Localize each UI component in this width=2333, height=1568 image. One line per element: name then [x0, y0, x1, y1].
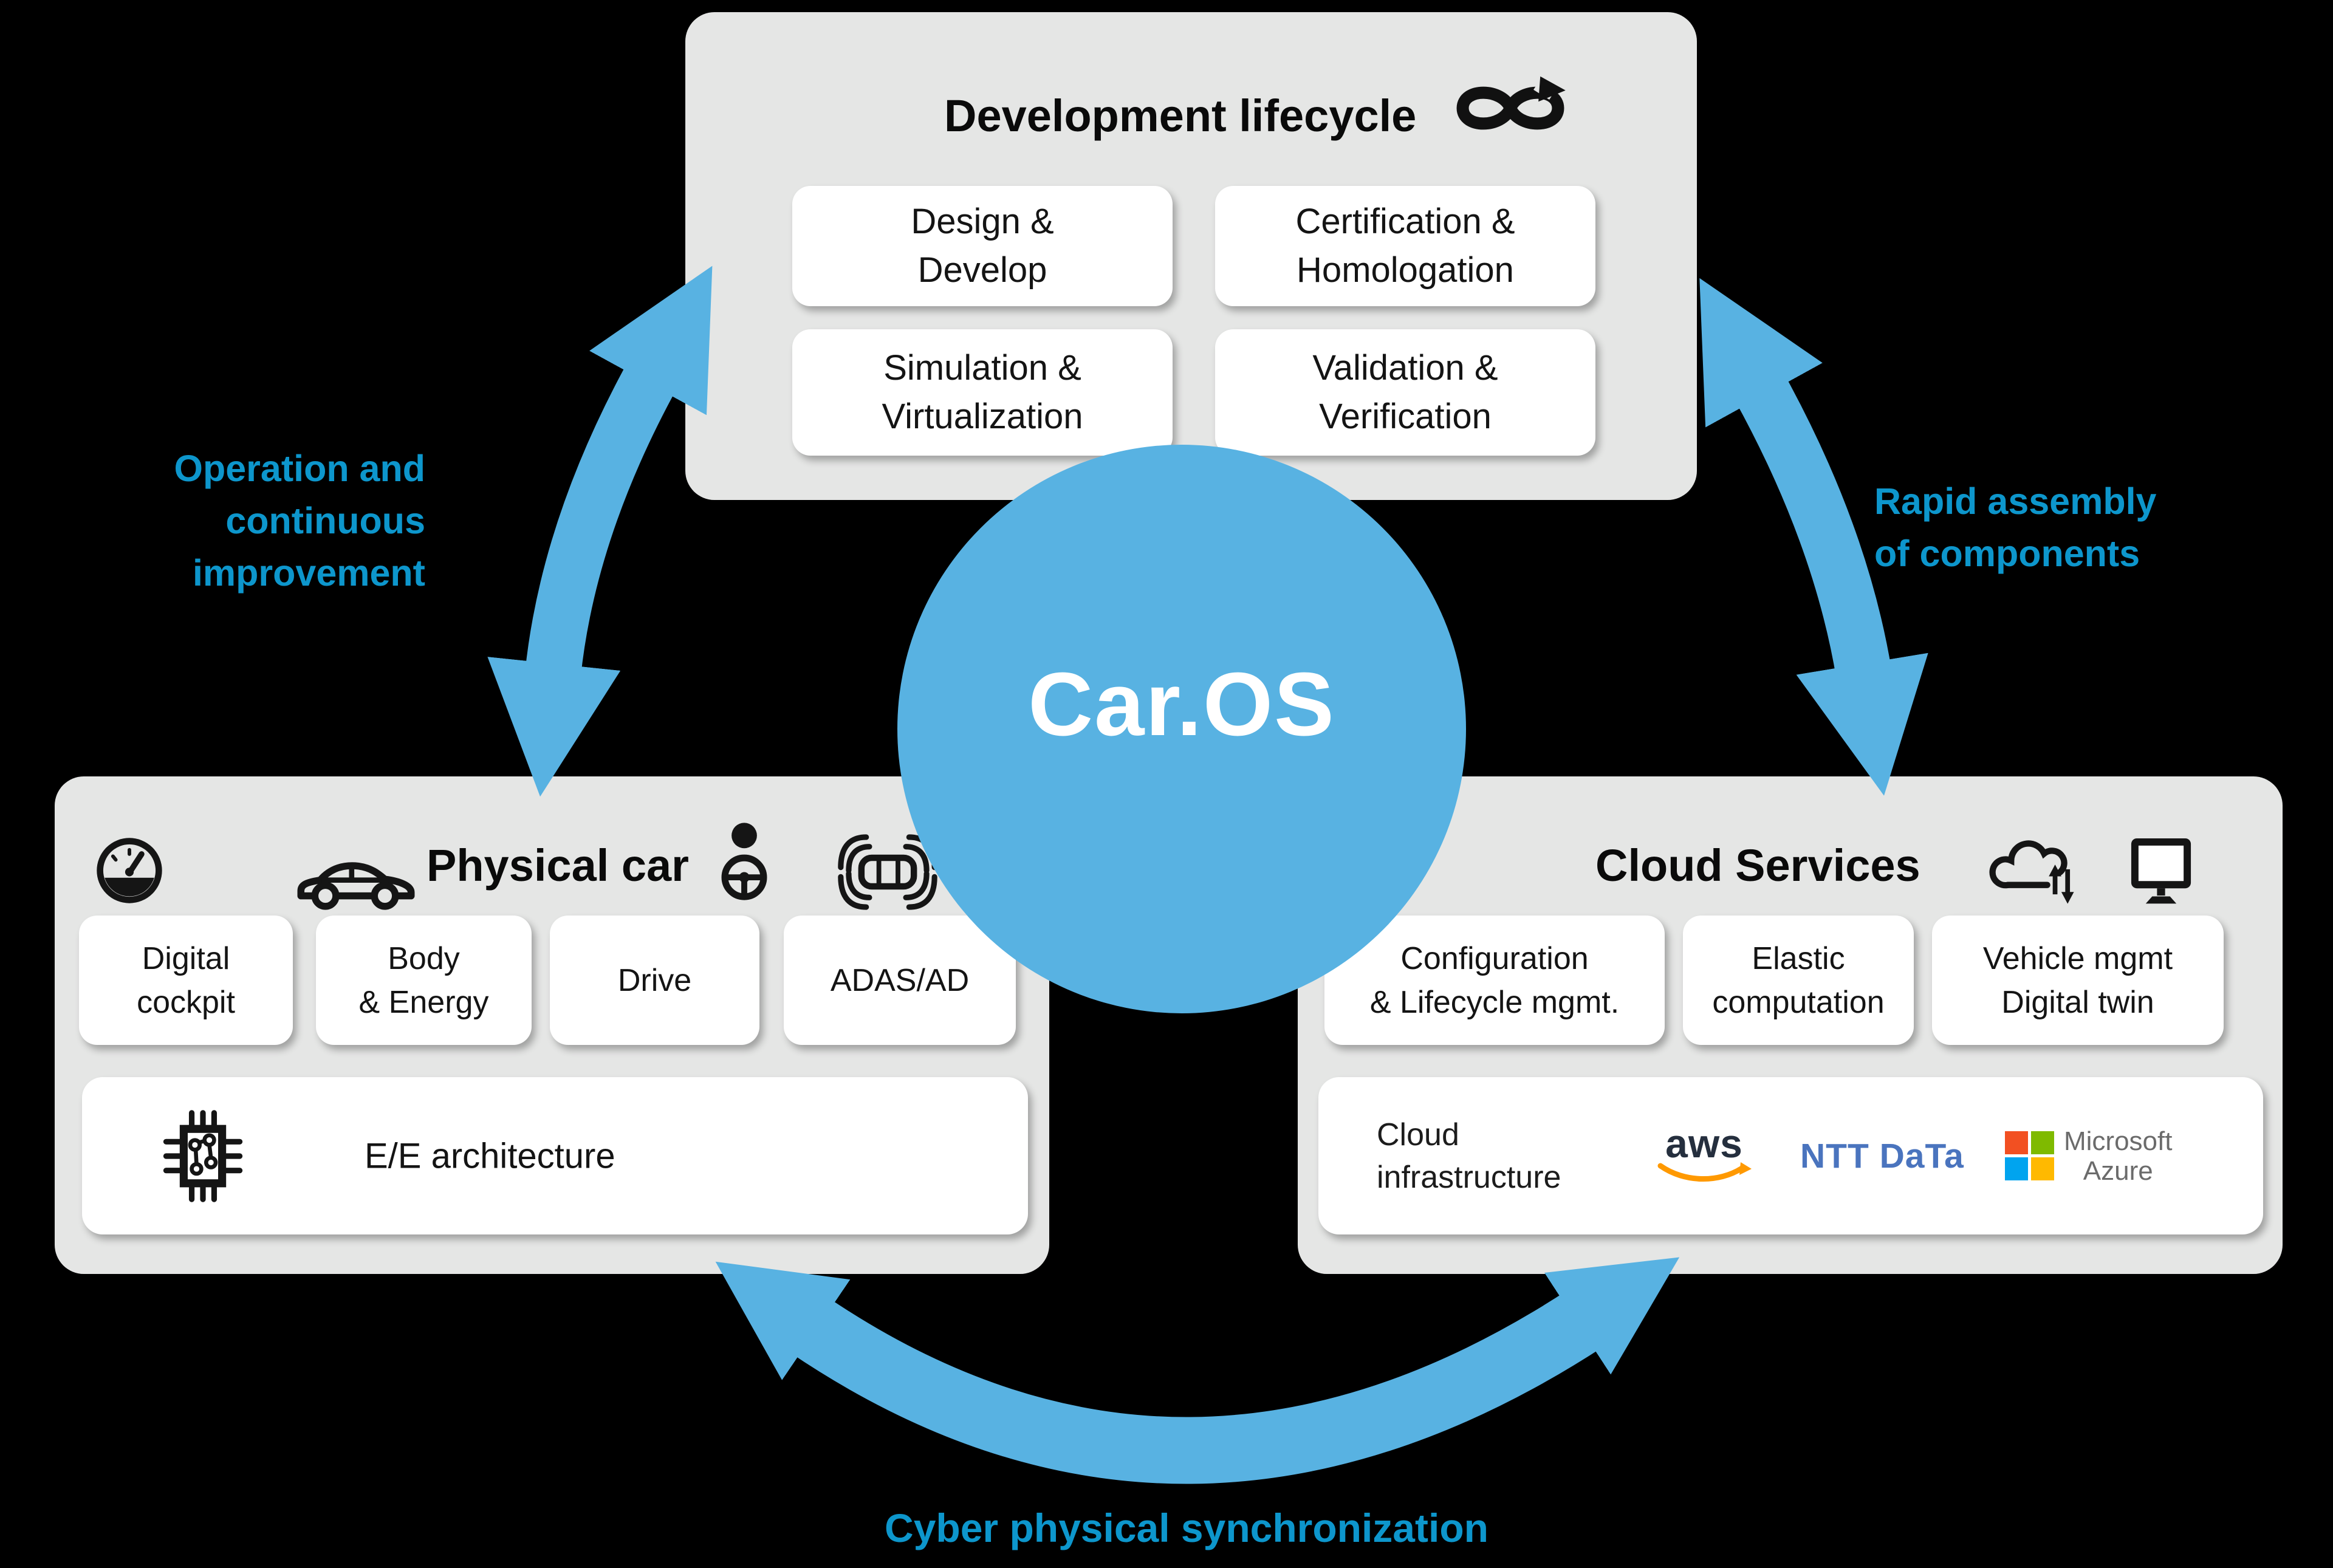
vehicle-mgmt-digital-twin-box: Vehicle mgmt Digital twin: [1932, 916, 2224, 1045]
arrow-dev-cloud: [1699, 278, 1928, 796]
aws-smile-icon: [1657, 1162, 1752, 1182]
configuration-lifecycle-box: Configuration & Lifecycle mgmt.: [1324, 916, 1665, 1045]
microsoft-squares-icon: [2005, 1131, 2054, 1180]
cloud-sync-icon: [1989, 840, 2074, 904]
speedometer-icon: [94, 835, 165, 903]
drive-box: Drive: [550, 916, 759, 1045]
chip-icon: [163, 1109, 243, 1202]
aws-logo-text: aws: [1665, 1120, 1743, 1166]
validation-verification-box: Validation & Verification: [1215, 329, 1595, 456]
physical-car-panel: Physical car Digital cockpit Body & Ener…: [55, 776, 1049, 1274]
car-os-label: Car.OS: [1028, 654, 1335, 755]
adas-ad-box: ADAS/AD: [784, 916, 1016, 1045]
cloud-infrastructure-box: Cloud infrastructure aws NTT DaTa Micros…: [1318, 1077, 2263, 1234]
body-energy-box: Body & Energy: [316, 916, 532, 1045]
cloud-infrastructure-label: Cloud infrastructure: [1377, 1117, 1561, 1195]
cloud-services-panel: Cloud Services Configuration & Lifecycle…: [1298, 776, 2283, 1274]
microsoft-azure-text: Microsoft Azure: [2064, 1126, 2173, 1186]
design-develop-box: Design & Develop: [792, 186, 1173, 306]
driver-icon: [721, 823, 767, 900]
certification-homologation-box: Certification & Homologation: [1215, 186, 1595, 306]
operation-improvement-label: Operation and continuous improvement: [174, 448, 425, 594]
development-lifecycle-panel: Development lifecycle Design & Develop C…: [685, 12, 1697, 500]
ee-architecture-box: E/E architecture: [82, 1077, 1028, 1234]
microsoft-azure-logo: Microsoft Azure: [2005, 1126, 2172, 1186]
infinity-loop-icon: [1456, 76, 1566, 130]
car-os-circle: Car.OS: [897, 445, 1466, 1013]
cloud-services-title: Cloud Services: [1595, 840, 1920, 891]
aws-logo: aws: [1656, 1120, 1753, 1186]
arrow-physical-cloud: [715, 1257, 1680, 1484]
ntt-data-logo: NTT DaTa: [1800, 1136, 1964, 1176]
rapid-assembly-label: Rapid assembly of components: [1874, 481, 2157, 574]
car-icon: [297, 862, 415, 910]
elastic-computation-box: Elastic computation: [1683, 916, 1914, 1045]
ee-architecture-label: E/E architecture: [365, 1136, 615, 1176]
physical-car-title: Physical car: [427, 840, 689, 891]
simulation-virtualization-box: Simulation & Virtualization: [792, 329, 1173, 456]
development-lifecycle-title: Development lifecycle: [944, 91, 1417, 141]
arrow-dev-physical: [487, 265, 713, 797]
digital-cockpit-box: Digital cockpit: [79, 916, 293, 1045]
cyber-physical-sync-label: Cyber physical synchronization: [885, 1505, 1489, 1550]
monitor-icon: [2131, 838, 2191, 904]
